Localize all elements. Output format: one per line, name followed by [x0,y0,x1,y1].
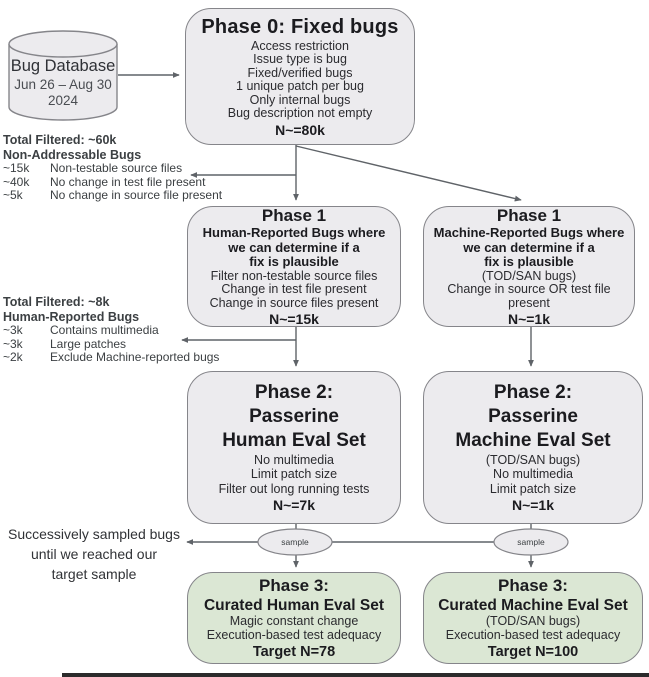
annotation-row: ~40k No change in test file present [3,174,206,189]
database-title: Bug Database [10,57,116,75]
phase3-human-line: Magic constant change [229,614,359,628]
annotation-title: Total Filtered: ~8k [3,295,110,309]
sample-note: Successively sampled bugs until we reach… [8,526,180,582]
phase2-human-title-line: Phase 2: [254,381,334,403]
phase1-human-bold-line: Human-Reported Bugs where [202,225,386,240]
phase1-machine-n: N~=1k [507,311,551,327]
phase0-title: Phase 0: Fixed bugs [201,15,399,38]
phase3-human-subtitle: Curated Human Eval Set [203,597,385,614]
phase2-machine-title-line: Passerine [488,405,578,427]
phase1-human-line: Change in source files present [209,295,379,310]
annotation-row: ~2k Exclude Machine-reported bugs [3,350,220,364]
phase3-machine-line: Execution-based test adequacy [445,627,621,642]
phase0-n: N~=80k [275,121,325,138]
phase1-human-title: Phase 1 [261,206,327,225]
phase2-machine-title-line: Machine Eval Set [455,429,611,451]
bottom-edge-bar [62,673,649,677]
phase2-human-title-line: Human Eval Set [222,429,366,451]
phase1-machine-line: (TOD/SAN bugs) [481,268,577,283]
phase1-machine-line: Change in source OR test file present [447,282,611,310]
phase3-human-line: Execution-based test adequacy [206,627,382,642]
phase2-machine-line: (TOD/SAN bugs) [485,452,581,467]
phase3-machine-box: Phase 3: Curated Machine Eval Set (TOD/S… [423,572,643,664]
phase0-line: Only internal bugs [249,92,351,107]
phase2-human-box: Phase 2: Passerine Human Eval Set No mul… [187,371,401,524]
phase0-box: Phase 0: Fixed bugs Access restriction I… [185,8,415,145]
annotation-row: ~3k Large patches [3,336,127,351]
database-daterange: Jun 26 – Aug 30 [14,77,112,92]
phase0-line: 1 unique patch per bug [236,79,364,93]
phase2-machine-title-line: Phase 2: [493,381,573,403]
filter-annotation-nonaddressable: Total Filtered: ~60k Non-Addressable Bug… [3,133,238,203]
phase1-human-box: Phase 1 Human-Reported Bugs where we can… [187,206,401,327]
phase1-human-bold-line: fix is plausible [249,254,339,269]
annotation-row: ~5k No change in source file present [3,188,223,202]
annotation-subtitle: Human-Reported Bugs [3,309,140,324]
phase1-human-n: N~=15k [269,311,319,327]
phase2-human-line: Filter out long running tests [218,481,370,496]
phase2-machine-box: Phase 2: Passerine Machine Eval Set (TOD… [423,371,643,524]
phase1-machine-box: Phase 1 Machine-Reported Bugs where we c… [423,206,635,327]
phase0-line: Fixed/verified bugs [247,65,353,80]
phase1-human-line: Change in test file present [221,282,367,296]
filter-annotation-human-reported: Total Filtered: ~8k Human-Reported Bugs … [3,295,243,365]
database-year: 2024 [47,93,79,108]
arrow-phase0-to-phase1-machine [295,145,522,202]
phase1-human-bold-line: we can determine if a [228,239,360,255]
phase1-machine-bold-line: we can determine if a [463,239,595,255]
annotation-title: Total Filtered: ~60k [3,133,117,147]
phase3-machine-subtitle: Curated Machine Eval Set [438,597,628,614]
phase2-machine-line: Limit patch size [489,481,577,496]
phase2-machine-line: No multimedia [493,467,573,482]
phase1-machine-bold-line: Machine-Reported Bugs where [433,225,625,240]
phase2-human-n: N~=7k [272,497,316,514]
annotation-row: ~3k Contains multimedia [3,323,159,337]
phase1-machine-title: Phase 1 [496,206,562,225]
database-cylinder-shape [8,30,118,121]
phase1-human-line: Filter non-testable source files [210,268,378,283]
phase3-machine-title: Phase 3: [498,576,568,595]
phase2-human-line: Limit patch size [250,467,338,482]
sample-oval-human [257,528,333,556]
sample-oval-label: sample [281,537,309,547]
phase0-line: Bug description not empty [227,106,373,120]
phase1-machine-bold-line: fix is plausible [484,254,574,269]
phase2-machine-n: N~=1k [511,497,555,514]
sample-oval-label: sample [517,537,545,547]
phase0-line: Issue type is bug [253,52,347,66]
phase0-line: Access restriction [251,38,349,53]
sample-oval-machine [493,528,569,556]
phase3-human-box: Phase 3: Curated Human Eval Set Magic co… [187,572,401,664]
phase3-human-title: Phase 3: [259,576,329,595]
phase2-human-title-line: Passerine [249,405,339,427]
phase3-human-n: Target N=78 [252,644,336,660]
annotation-subtitle: Non-Addressable Bugs [3,147,142,162]
phase3-machine-line: (TOD/SAN bugs) [485,614,581,628]
phase3-machine-n: Target N=100 [487,644,579,660]
phase2-human-line: No multimedia [254,452,334,467]
annotation-row: ~15k Non-testable source files [3,161,183,175]
